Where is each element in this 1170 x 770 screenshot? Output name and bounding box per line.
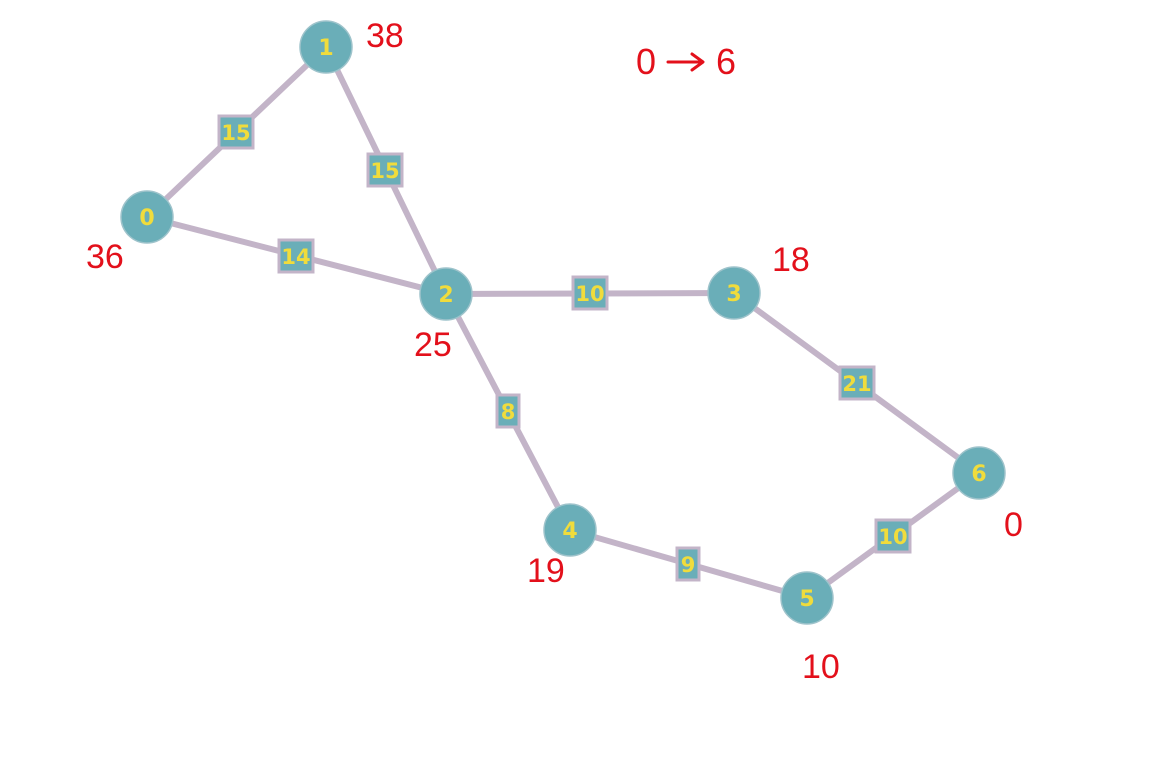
edge-weight-2-4: 8	[495, 393, 521, 429]
node-label: 4	[562, 519, 577, 544]
edge-weight-box	[838, 365, 876, 401]
node-label: 3	[726, 282, 741, 307]
node-circle	[707, 266, 761, 320]
edge-weight-box	[874, 518, 912, 554]
edge-weight-5-6: 10	[874, 518, 912, 554]
node-circle	[120, 190, 174, 244]
node-0: 0	[120, 190, 174, 244]
query-target: 6	[716, 41, 736, 82]
edge-weights-layer: 15 15 14 10 8 21 9 10	[217, 114, 912, 582]
edge-weight-box	[217, 114, 255, 150]
edge-weight-label: 14	[281, 245, 310, 269]
edge-weight-box	[495, 393, 521, 429]
edge-weight-label: 10	[878, 525, 907, 549]
edge-weight-3-6: 21	[838, 365, 876, 401]
edge-weight-0-1: 15	[217, 114, 255, 150]
query-annotation: 0 6	[636, 41, 736, 82]
edge-weight-label: 10	[575, 282, 604, 306]
edge-weight-4-5: 9	[675, 546, 701, 582]
edge-weight-box	[366, 152, 404, 188]
node-label: 6	[971, 462, 986, 487]
node-label: 0	[139, 206, 154, 231]
query-arrow-icon	[666, 52, 705, 72]
distance-label-node-5: 10	[802, 648, 840, 686]
node-4: 4	[543, 503, 597, 557]
distance-label-node-3: 18	[772, 241, 810, 279]
edge-weight-label: 21	[842, 372, 871, 396]
edge-weight-2-3: 10	[571, 275, 609, 311]
distance-label-node-1: 38	[366, 17, 404, 55]
node-label: 5	[799, 587, 814, 612]
node-6: 6	[952, 446, 1006, 500]
node-2: 2	[419, 267, 473, 321]
node-1: 1	[299, 20, 353, 74]
edge-weight-box	[277, 238, 315, 274]
node-circle	[543, 503, 597, 557]
node-5: 5	[780, 571, 834, 625]
node-label: 2	[438, 283, 453, 308]
edge-weight-box	[571, 275, 609, 311]
node-circle	[299, 20, 353, 74]
edge-weight-1-2: 15	[366, 152, 404, 188]
node-label: 1	[318, 36, 333, 61]
node-3: 3	[707, 266, 761, 320]
edge-weight-0-2: 14	[277, 238, 315, 274]
edge-weight-box	[675, 546, 701, 582]
distance-label-node-4: 19	[527, 552, 565, 590]
node-circle	[952, 446, 1006, 500]
distance-label-node-6: 0	[1004, 506, 1023, 544]
edge-weight-label: 8	[501, 400, 516, 424]
distance-label-node-0: 36	[86, 238, 124, 276]
edge-weight-label: 15	[370, 159, 399, 183]
node-circle	[780, 571, 834, 625]
edge-weight-label: 9	[681, 553, 696, 577]
distance-label-node-2: 25	[414, 326, 452, 364]
node-circle	[419, 267, 473, 321]
edge-weight-label: 15	[221, 121, 250, 145]
nodes-layer: 0 1 2 3 4 5 6	[120, 20, 1006, 625]
query-source: 0	[636, 41, 656, 82]
